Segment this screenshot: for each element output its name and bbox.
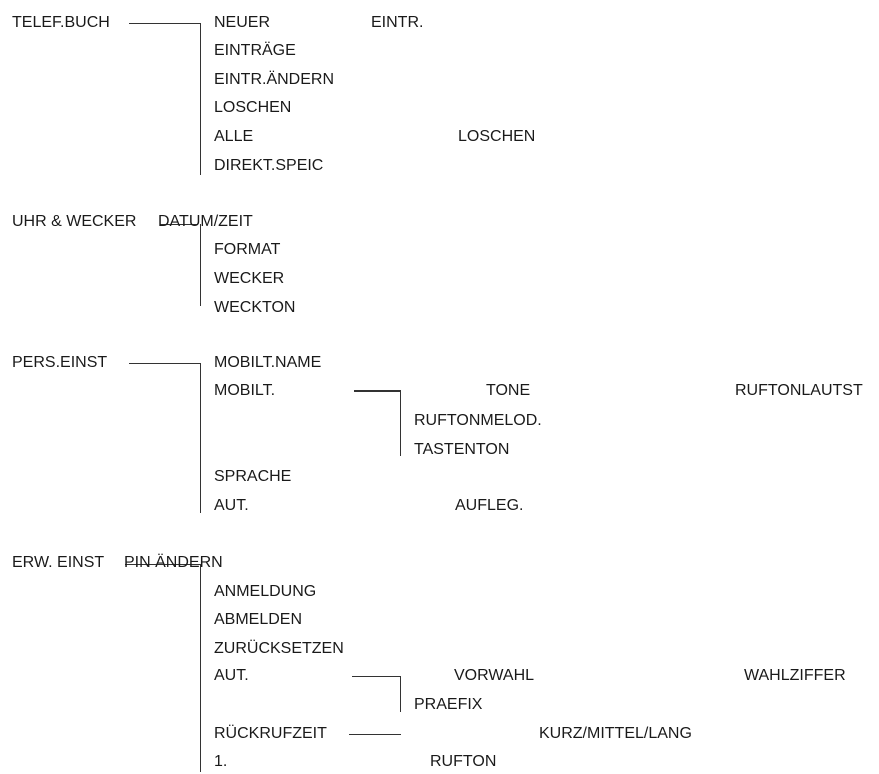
item-pin-aendern: PIN ÄNDERN [124, 554, 223, 571]
item-zuruecksetzen: ZURÜCKSETZEN [214, 640, 344, 657]
item-loschen: LOSCHEN [214, 99, 292, 116]
item-anmeldung: ANMELDUNG [214, 583, 317, 600]
connector-pers [129, 363, 201, 364]
item-abmelden: ABMELDEN [214, 611, 303, 628]
item-direkt-speic: DIREKT.SPEIC [214, 157, 324, 174]
connector-rueckrufzeit [349, 734, 401, 735]
bracket-mobilt [400, 390, 401, 456]
item-format: FORMAT [214, 241, 281, 258]
bracket-telefbuch [200, 23, 201, 175]
item-vorwahl-wahlziffer: WAHLZIFFER [744, 667, 846, 684]
item-aut-pers: AUT. [214, 497, 249, 514]
bracket-pers [200, 363, 201, 513]
item-rueckrufzeit: RÜCKRUFZEIT [214, 725, 327, 742]
item-weckton: WECKTON [214, 299, 296, 316]
item-ruftonmelod: RUFTONMELOD. [414, 412, 542, 429]
item-sprache: SPRACHE [214, 468, 292, 485]
item-vorwahl: VORWAHL [454, 667, 535, 684]
item-wecker: WECKER [214, 270, 285, 287]
strike-erw [125, 564, 200, 565]
item-tone-ruftonlautst: RUFTONLAUTST [735, 382, 863, 399]
bracket-aut [400, 676, 401, 712]
menu-root-erw-einst: ERW. EINST [12, 554, 105, 571]
item-eintraege: EINTRÄGE [214, 42, 296, 59]
item-eintr-aendern: EINTR.ÄNDERN [214, 71, 335, 88]
item-alle: ALLE [214, 128, 254, 145]
connector-mobilt [354, 390, 401, 392]
item-neuer-eintr: EINTR. [371, 14, 424, 31]
item-eins: 1. [214, 753, 228, 770]
strike-uhr [160, 224, 198, 225]
item-datum-zeit: DATUM/ZEIT [158, 213, 253, 230]
connector-telefbuch [129, 23, 201, 24]
connector-aut [352, 676, 401, 677]
menu-root-pers-einst: PERS.EINST [12, 354, 108, 371]
bracket-erw [200, 564, 201, 772]
item-mobilt: MOBILT. [214, 382, 276, 399]
item-praefix: PRAEFIX [414, 696, 483, 713]
item-neuer: NEUER [214, 14, 271, 31]
bracket-uhr [200, 224, 201, 306]
item-tastenton: TASTENTON [414, 441, 510, 458]
item-aut-aufleg: AUFLEG. [455, 497, 524, 514]
item-rufton: RUFTON [430, 753, 497, 770]
item-mobilt-name: MOBILT.NAME [214, 354, 322, 371]
menu-root-telefbuch: TELEF.BUCH [12, 14, 110, 31]
item-alle-loschen: LOSCHEN [458, 128, 536, 145]
item-kurz-mittel-lang: KURZ/MITTEL/LANG [539, 725, 692, 742]
item-aut-erw: AUT. [214, 667, 249, 684]
menu-root-uhr-wecker: UHR & WECKER [12, 213, 137, 230]
item-tone: TONE [486, 382, 531, 399]
